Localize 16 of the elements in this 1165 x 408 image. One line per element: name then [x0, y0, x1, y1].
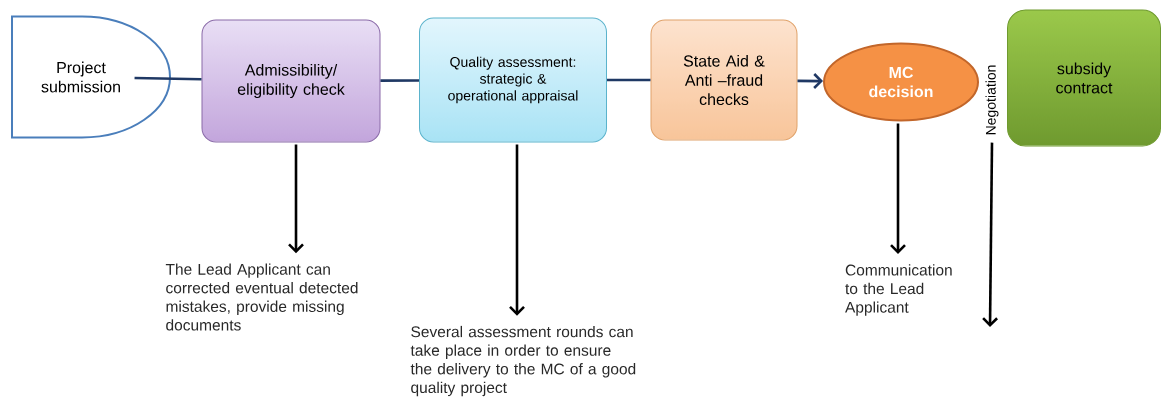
connector-line: [380, 79, 419, 82]
arrow: [797, 73, 824, 89]
vertical-label: Negotiation: [985, 65, 999, 135]
note-text: Several assessment rounds can take place in order to ensure the delivery to the MC of a good quality project: [410, 325, 636, 397]
process-box: Admissibility/ eligibility check: [201, 19, 381, 143]
arrow: [982, 142, 998, 327]
process-box: Quality assessment: strategic & operational appraisal: [419, 17, 607, 143]
connector-line: [607, 78, 651, 82]
connector-line: [134, 76, 202, 81]
note-text: The Lead Applicant can corrected eventual detected mistakes, provide missing documents: [165, 263, 358, 331]
arrow: [288, 144, 304, 254]
arrow: [890, 123, 906, 254]
arrow: [509, 144, 525, 316]
note-text: Communication to the Lead Applicant: [845, 264, 952, 316]
process-box: subsidy contract: [1007, 9, 1161, 147]
process-box: State Aid & Anti –fraud checks: [650, 19, 798, 141]
